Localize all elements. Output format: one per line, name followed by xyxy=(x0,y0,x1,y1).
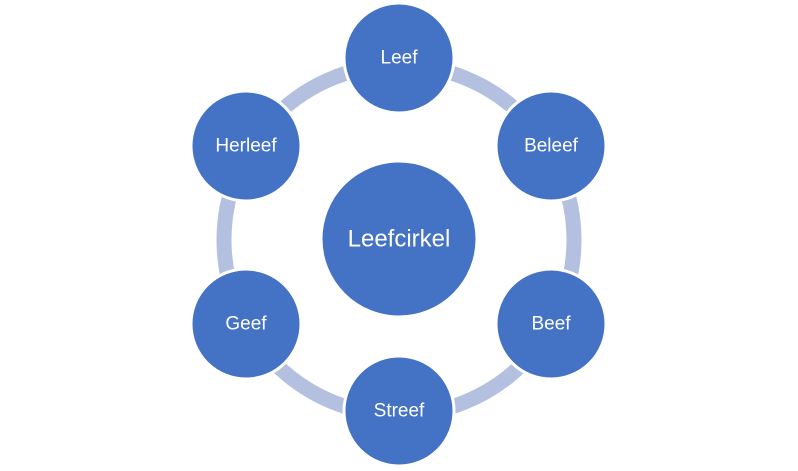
node-label: Beef xyxy=(531,314,571,335)
node-streef[interactable]: Streef xyxy=(342,354,456,468)
node-circle xyxy=(342,354,456,468)
node-beleef[interactable]: Beleef xyxy=(494,89,608,203)
node-circle xyxy=(342,1,456,115)
node-circle xyxy=(494,89,608,203)
node-circle xyxy=(189,267,303,381)
center-node[interactable]: Leefcirkel xyxy=(319,159,479,319)
node-label: Beleef xyxy=(524,136,579,157)
node-label: Leef xyxy=(381,48,419,69)
node-leef[interactable]: Leef xyxy=(342,1,456,115)
node-herleef[interactable]: Herleef xyxy=(189,89,303,203)
node-circle xyxy=(494,267,608,381)
node-geef[interactable]: Geef xyxy=(189,267,303,381)
node-label: Streef xyxy=(374,401,425,422)
center-label: Leefcirkel xyxy=(348,226,451,253)
node-label: Geef xyxy=(225,314,267,335)
node-label: Herleef xyxy=(215,136,277,157)
node-circle xyxy=(189,89,303,203)
center-circle xyxy=(319,159,479,319)
node-beef[interactable]: Beef xyxy=(494,267,608,381)
